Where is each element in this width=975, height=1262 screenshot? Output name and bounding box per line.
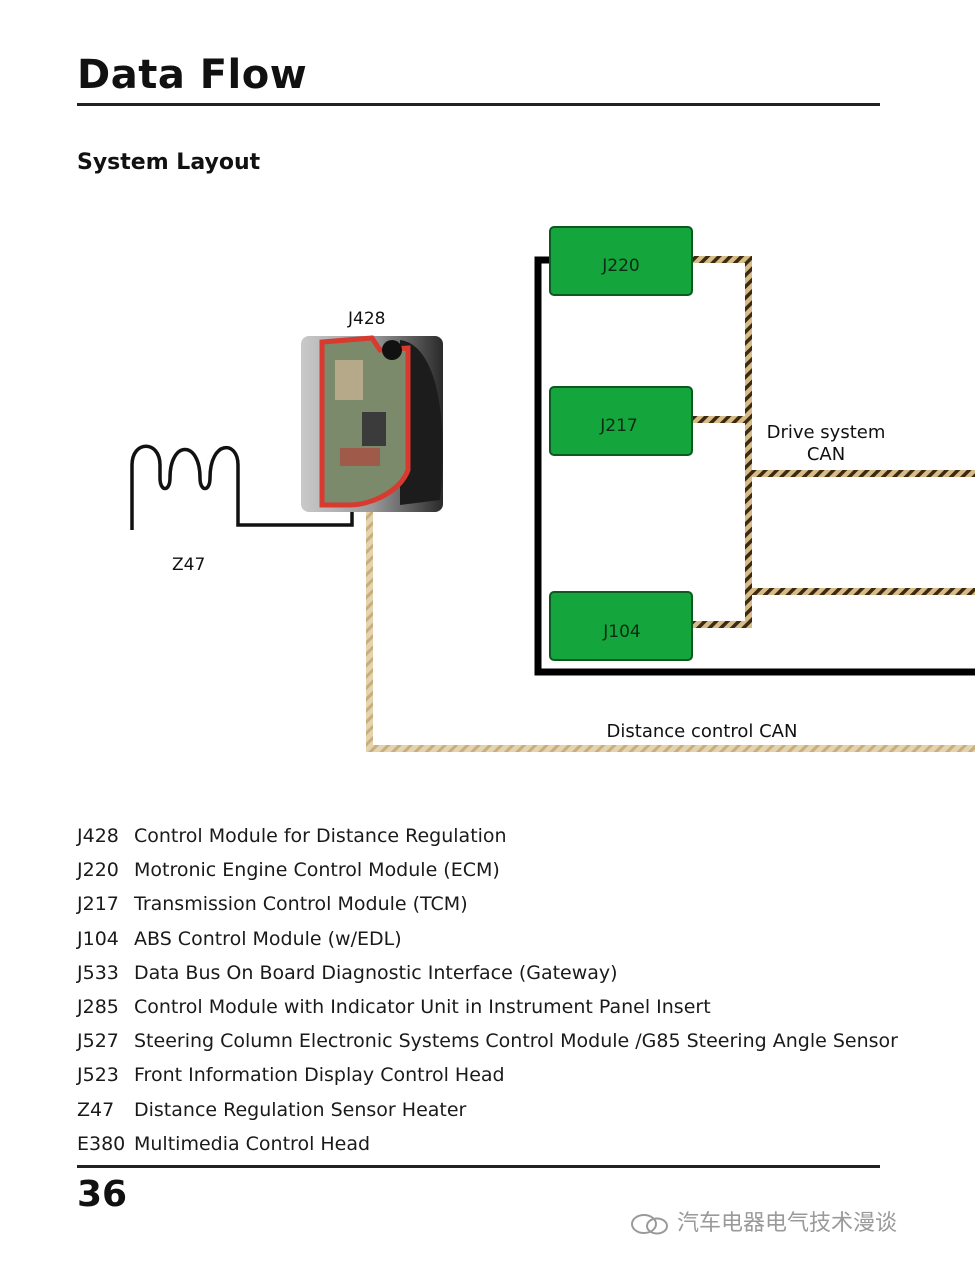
page-title: Data Flow [77, 52, 308, 98]
drive-can-bus [692, 256, 975, 628]
legend-desc: Steering Column Electronic Systems Contr… [134, 1030, 898, 1053]
legend-item: J220 Motronic Engine Control Module (ECM) [77, 857, 898, 891]
watermark: 汽车电器电气技术漫谈 [630, 1205, 897, 1237]
legend-code: J285 [77, 995, 119, 1018]
title-rule [77, 103, 880, 106]
legend-desc: Control Module for Distance Regulation [134, 825, 507, 847]
legend-desc: Transmission Control Module (TCM) [134, 893, 468, 916]
j428-label: J428 [347, 309, 385, 329]
legend-desc: Control Module with Indicator Unit in In… [134, 995, 711, 1018]
legend-item: J217 Transmission Control Module (TCM) [77, 891, 898, 925]
section-subtitle: System Layout [77, 150, 261, 175]
legend-code: J527 [77, 1030, 119, 1053]
drive-can-label-line1: Drive system [767, 422, 886, 443]
legend-desc: Motronic Engine Control Module (ECM) [134, 859, 500, 882]
legend-code: J220 [77, 859, 119, 882]
legend-item: J533 Data Bus On Board Diagnostic Interfa… [77, 960, 898, 994]
module-j104-label: J104 [602, 622, 640, 642]
module-j220-label: J220 [601, 256, 639, 276]
legend-item: J285 Control Module with Indicator Unit i… [77, 994, 898, 1028]
legend-item: J104 ABS Control Module (w/EDL) [77, 926, 898, 960]
module-j217-label: J217 [599, 416, 637, 436]
watermark-text: 汽车电器电气技术漫谈 [677, 1211, 898, 1236]
chat-bubble-icon [631, 1214, 668, 1235]
legend-desc: Data Bus On Board Diagnostic Interface (… [134, 961, 618, 984]
legend-desc: Distance Regulation Sensor Heater [134, 1098, 467, 1121]
legend-desc: ABS Control Module (w/EDL) [134, 927, 402, 950]
distance-can-label: Distance control CAN [607, 721, 798, 742]
module-j217: J217 [549, 386, 693, 456]
legend-desc: Front Information Display Control Head [134, 1064, 505, 1087]
page-number: 36 [77, 1174, 128, 1215]
legend-item: J527 Steering Column Electronic Systems C… [77, 1028, 898, 1062]
distance-can-bus [366, 505, 975, 752]
j428-control-module [301, 335, 443, 512]
legend-code: J104 [77, 927, 119, 950]
legend-code: J533 [77, 961, 119, 984]
system-layout-diagram: Z47 J428 J220 J217 J104 Drive system CAN… [130, 226, 975, 752]
z47-heater-coil [130, 444, 354, 530]
module-j104: J104 [549, 591, 693, 661]
legend-code: Z47 [77, 1098, 115, 1121]
z47-label: Z47 [172, 555, 205, 575]
module-j220: J220 [549, 226, 693, 296]
legend-item: Z47 Distance Regulation Sensor Heater [77, 1097, 898, 1131]
legend-desc: Multimedia Control Head [134, 1132, 371, 1155]
legend-code: J523 [77, 1064, 119, 1087]
legend-item: J428 Control Module for Distance Regulati… [77, 823, 898, 857]
component-legend: J428 Control Module for Distance Regulati… [77, 823, 898, 1165]
legend-item: J523 Front Information Display Control He… [77, 1062, 898, 1096]
drive-can-label-line2: CAN [807, 444, 845, 465]
legend-code: J217 [77, 893, 119, 916]
legend-code: J428 [77, 825, 119, 847]
legend-item: E380 Multimedia Control Head [77, 1131, 898, 1165]
footer-rule [77, 1165, 880, 1168]
module-frame-line [534, 256, 975, 676]
legend-code: E380 [77, 1132, 126, 1155]
